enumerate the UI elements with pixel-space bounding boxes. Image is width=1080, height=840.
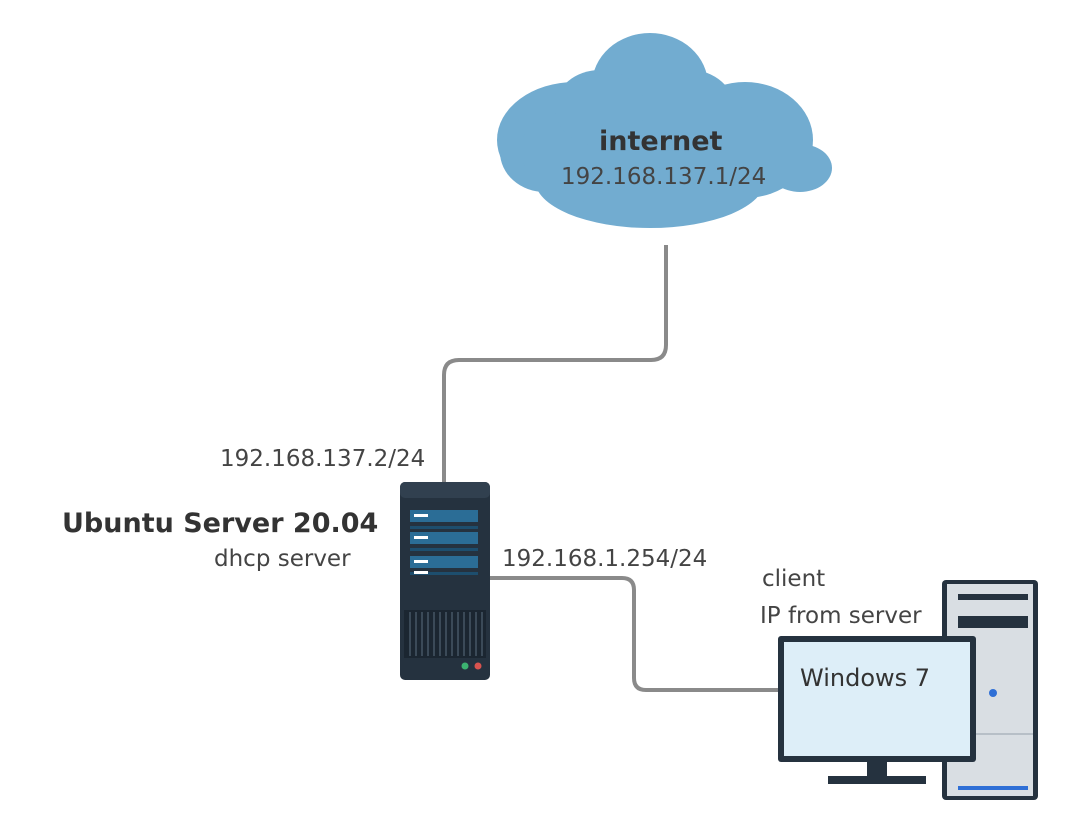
client-ip-note: IP from server — [760, 603, 922, 629]
client-os-label: Windows 7 — [800, 664, 931, 692]
internet-ip-label: 192.168.137.1/24 — [561, 164, 767, 190]
server-title: Ubuntu Server 20.04 — [62, 508, 379, 539]
client-label: client — [762, 566, 826, 592]
lan-cable — [486, 576, 786, 692]
monitor-icon — [778, 636, 976, 784]
server-icon — [400, 482, 490, 680]
internet-title: internet — [599, 126, 723, 157]
wan-cable — [442, 245, 668, 484]
server-role-label: dhcp server — [214, 546, 351, 572]
server-lan-ip-label: 192.168.1.254/24 — [502, 546, 708, 572]
cloud-icon — [497, 33, 832, 228]
server-wan-ip-label: 192.168.137.2/24 — [220, 446, 426, 472]
